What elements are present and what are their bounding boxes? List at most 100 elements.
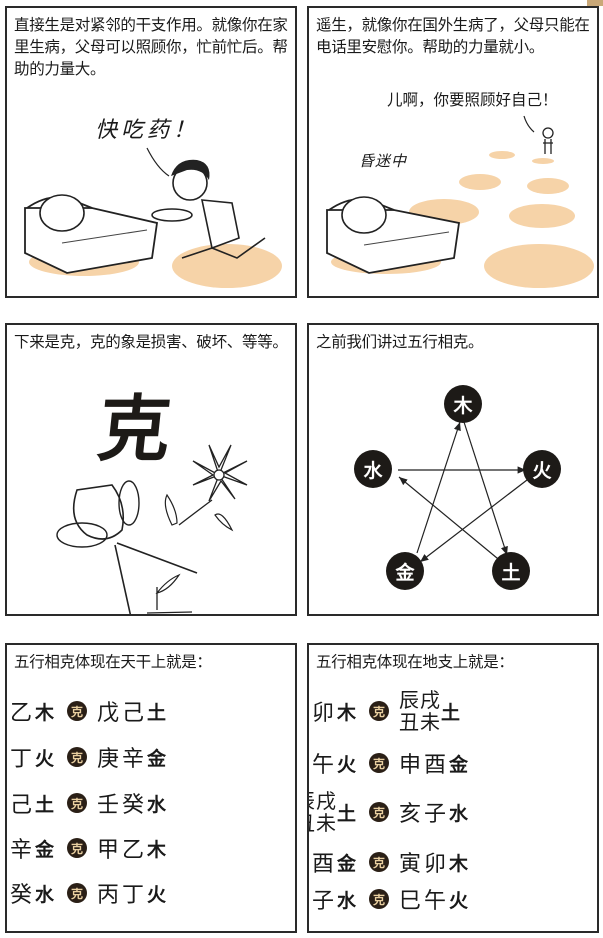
left-element: 火: [336, 753, 359, 776]
panel-caption: 五行相克体现在地支上就是：: [316, 653, 514, 671]
arrow-metal-to-wood: [416, 421, 461, 554]
right-branches: 甲乙: [97, 838, 148, 863]
right-branch-stack: 辰戌丑未: [399, 689, 441, 733]
right-element: 木: [449, 852, 472, 875]
right-element: 土: [441, 701, 464, 724]
panel-caption: 遥生，就像你在国外生病了，父母只能在电话里安慰你。帮助的力量就小。: [316, 16, 590, 56]
restraint-row: 辰戌丑未土克亥子水: [309, 789, 471, 834]
element-node-earth: 土: [492, 552, 530, 590]
right-group: 庚辛金: [97, 741, 169, 773]
stepping-stone: [509, 204, 575, 228]
stepping-stone: [489, 151, 515, 159]
left-group: 庚辛金: [7, 832, 57, 864]
right-branches: 巳午: [399, 889, 450, 914]
restraint-row: 甲乙木克戊己土: [7, 695, 169, 727]
left-branches: 亥子: [309, 889, 337, 914]
restraint-badge-icon: 克: [369, 889, 389, 909]
left-element: 水: [34, 883, 57, 906]
comic-panel-five-elements-cycle: 之前我们讲过五行相克。 木 火 水 金 土: [307, 323, 599, 616]
restraint-badge-icon: 克: [369, 802, 389, 822]
comic-panel-heavenly-stems: 五行相克体现在天干上就是： 甲乙木克戊己土丙丁火克庚辛金戊己土克壬癸水庚辛金克甲…: [5, 643, 297, 933]
restraint-row: 亥子水克巳午火: [309, 883, 471, 915]
floor-shadow: [172, 244, 282, 288]
stepping-stone: [459, 174, 501, 190]
right-element: 金: [147, 747, 170, 770]
left-group: 丙丁火: [7, 741, 57, 773]
panel-caption: 直接生是对紧邻的干支作用。就像你在家里生病，父母可以照顾你，忙前忙后。帮助的力量…: [14, 16, 288, 78]
left-group: 亥子水: [309, 883, 359, 915]
corner-tab: [587, 0, 603, 6]
left-group: 壬癸水: [7, 877, 57, 909]
restraint-badge-icon: 克: [67, 838, 87, 858]
five-elements-restraint-diagram: [398, 421, 528, 564]
right-element: 木: [147, 838, 170, 861]
left-group: 申酉金: [309, 846, 359, 878]
restraint-row: 戊己土克壬癸水: [7, 787, 169, 819]
left-element: 火: [34, 747, 57, 770]
left-branches: 丙丁: [7, 747, 35, 772]
left-element: 土: [336, 802, 359, 825]
left-group: 戊己土: [7, 787, 57, 819]
comic-panel-restraint-intro: 下来是克，克的象是损害、破坏、等等。 克: [5, 323, 297, 616]
right-group: 辰戌丑未土: [399, 689, 463, 733]
stepping-stone: [484, 244, 594, 288]
left-branches: 壬癸: [7, 883, 35, 908]
right-branches: 亥子: [399, 802, 450, 827]
right-branches: 申酉: [399, 753, 450, 778]
left-branches: 巳午: [309, 753, 337, 778]
element-node-wood: 木: [444, 385, 482, 423]
restraint-badge-icon: 克: [67, 747, 87, 767]
left-branches-top: 辰戌: [309, 789, 337, 813]
left-element: 金: [336, 852, 359, 875]
element-node-metal: 金: [386, 552, 424, 590]
restraint-row: 丙丁火克庚辛金: [7, 741, 169, 773]
stepping-stone: [532, 158, 554, 164]
right-group: 壬癸水: [97, 787, 169, 819]
right-element: 火: [147, 883, 170, 906]
arrow-wood-to-earth: [463, 421, 508, 556]
restraint-badge-icon: 克: [369, 852, 389, 872]
left-branches: 寅卯: [309, 701, 337, 726]
element-node-water: 水: [354, 450, 392, 488]
stepping-stone: [527, 178, 569, 194]
comic-panel-remote-generation: 遥生，就像你在国外生病了，父母只能在电话里安慰你。帮助的力量就小。 儿啊，你要照…: [307, 6, 599, 298]
restraint-badge-icon: 克: [67, 701, 87, 721]
left-element: 土: [34, 793, 57, 816]
right-group: 亥子水: [399, 796, 471, 828]
right-group: 申酉金: [399, 747, 471, 779]
left-branches: 庚辛: [7, 838, 35, 863]
illustration-scissors-cutting-flower: [56, 444, 248, 614]
illustration-remote-parent: [326, 115, 554, 274]
right-group: 寅卯木: [399, 846, 471, 878]
comic-panel-direct-generation: 直接生是对紧邻的干支作用。就像你在家里生病，父母可以照顾你，忙前忙后。帮助的力量…: [5, 6, 297, 298]
right-branches: 戊己: [97, 701, 148, 726]
illustration-parent-caring: [24, 147, 266, 274]
right-branches: 寅卯: [399, 852, 450, 877]
left-element: 金: [34, 838, 57, 861]
left-element: 木: [336, 701, 359, 724]
restraint-badge-icon: 克: [67, 793, 87, 813]
sfx-text: 昏迷中: [359, 152, 408, 170]
restraint-row: 庚辛金克甲乙木: [7, 832, 169, 864]
left-branches: 申酉: [309, 852, 337, 877]
right-group: 甲乙木: [97, 832, 169, 864]
panel-caption: 下来是克，克的象是损害、破坏、等等。: [14, 333, 288, 351]
restraint-row: 壬癸水克丙丁火: [7, 877, 169, 909]
right-element: 土: [147, 701, 170, 724]
left-group: 甲乙木: [7, 695, 57, 727]
right-branches: 庚辛: [97, 747, 148, 772]
restraint-row: 申酉金克寅卯木: [309, 846, 471, 878]
right-branches-top: 辰戌: [399, 688, 441, 712]
right-group: 戊己土: [97, 695, 169, 727]
right-group: 丙丁火: [97, 877, 169, 909]
speech-bubble-text: 快吃药！: [95, 118, 200, 143]
arrow-fire-to-metal: [419, 479, 528, 563]
restraint-row: 寅卯木克辰戌丑未土: [309, 689, 463, 733]
element-node-fire: 火: [523, 450, 561, 488]
restraint-badge-icon: 克: [369, 753, 389, 773]
restraint-row: 巳午火克申酉金: [309, 747, 471, 779]
right-branches: 壬癸: [97, 793, 148, 818]
comic-panel-earthly-branches: 五行相克体现在地支上就是： 寅卯木克辰戌丑未土巳午火克申酉金辰戌丑未土克亥子水申…: [307, 643, 599, 933]
right-element: 水: [147, 793, 170, 816]
